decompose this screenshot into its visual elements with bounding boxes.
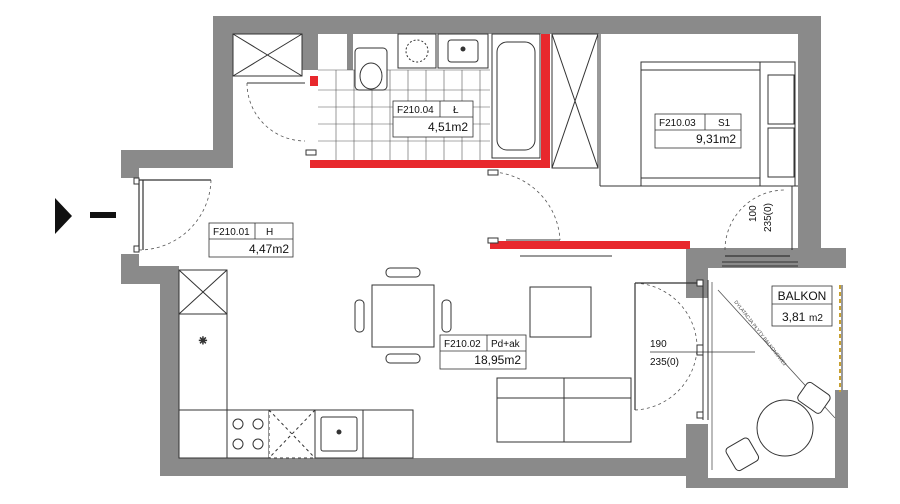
kitchen: ✳ — [178, 269, 414, 459]
sofa-icon — [496, 286, 632, 443]
dishwasher-icon: ✳ — [199, 336, 207, 347]
door-leaves — [138, 179, 790, 410]
balcony-area: 3,81 — [782, 310, 806, 324]
partitions — [232, 33, 798, 257]
bathroom-code: F210.04 — [397, 105, 434, 116]
dim-living-b: 235(0) — [650, 357, 679, 368]
bedroom-type: S1 — [718, 118, 731, 129]
walls — [121, 16, 848, 488]
dimension-bedroom-window: 100 235(0) — [748, 203, 774, 232]
bathroom-area: 4,51m2 — [428, 120, 468, 134]
hall-type: H — [266, 227, 273, 238]
highlighted-walls — [310, 34, 690, 249]
windows — [702, 261, 843, 420]
balcony-furniture — [725, 381, 831, 472]
dim-living-a: 190 — [650, 339, 667, 350]
living-code: F210.02 — [444, 339, 481, 350]
label-balcony: BALKON 3,81 m2 — [771, 285, 833, 327]
door-hinges — [133, 149, 704, 419]
dim-bedroom-a: 100 — [748, 205, 759, 222]
living-type: Pd+ak — [491, 339, 521, 350]
hall-area: 4,47m2 — [249, 242, 289, 256]
bedroom-area: 9,31m2 — [696, 132, 736, 146]
bathroom-fixtures — [354, 33, 541, 159]
label-hall: F210.01 H 4,47m2 — [208, 222, 294, 258]
dim-bedroom-b: 235(0) — [763, 203, 774, 232]
door-swings — [138, 82, 786, 411]
bedroom-code: F210.03 — [659, 118, 696, 129]
entrance-arrow-icon — [55, 198, 116, 234]
bathroom-type: Ł — [453, 105, 459, 116]
living-area: 18,95m2 — [474, 353, 521, 367]
label-bedroom: F210.03 S1 9,31m2 — [654, 113, 742, 149]
balcony-unit: m2 — [809, 313, 823, 324]
stove-icon — [226, 409, 270, 459]
label-bathroom: F210.04 Ł 4,51m2 — [392, 100, 474, 138]
dimension-living-window: 190 235(0) — [650, 339, 755, 368]
label-living: F210.02 Pd+ak 18,95m2 — [439, 334, 527, 370]
dining-table-icon — [354, 267, 452, 364]
hall-code: F210.01 — [213, 227, 250, 238]
balcony-name: BALKON — [778, 289, 827, 303]
